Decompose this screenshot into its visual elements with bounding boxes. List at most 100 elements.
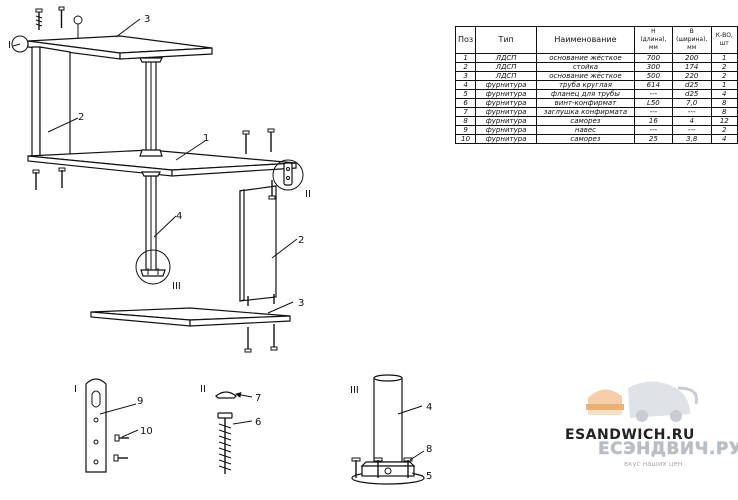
label-item-9: 9 (137, 396, 143, 407)
label-item-8: 8 (426, 444, 432, 455)
label-item-10: 10 (140, 426, 153, 437)
cell-type: фурнитура (475, 89, 538, 99)
header-pos: Поз (454, 26, 477, 54)
cell-width: d25 (671, 80, 712, 90)
cell-pos: 10 (454, 134, 477, 144)
label-item-6: 6 (255, 417, 261, 428)
cell-type: ЛДСП (475, 71, 538, 81)
cell-length: --- (633, 107, 673, 117)
header-width-main: В (689, 28, 694, 35)
label-section-I: I (8, 40, 11, 51)
cell-type: ЛДСП (475, 53, 538, 63)
cell-width: 7,0 (671, 98, 712, 108)
header-length-main: Н (651, 28, 656, 35)
cell-qty: 8 (710, 98, 738, 108)
label-part-4: 4 (176, 211, 182, 222)
label-item-4: 4 (426, 402, 432, 413)
cell-type: фурнитура (475, 125, 538, 135)
cell-type: фурнитура (475, 80, 538, 90)
label-section-III: III (172, 281, 181, 292)
header-qty-sub: шт (719, 40, 729, 47)
screws-bottom (244, 294, 278, 353)
table-row: 5 фурнитура фланец для трубы --- d25 4 (454, 89, 738, 99)
cell-length: --- (633, 125, 673, 135)
cell-type: фурнитура (475, 98, 538, 108)
table-row: 1 ЛДСП основание жёсткое 700 200 1 (454, 53, 738, 63)
parts-table: Поз Тип Наименование Н (длина), мм В (ши… (454, 26, 738, 144)
delivery-van-icon (628, 381, 699, 422)
header-length: Н (длина), мм (633, 26, 673, 54)
cell-qty: 12 (710, 116, 738, 126)
cell-name: фланец для трубы (536, 89, 635, 99)
table-row: 10 фурнитура саморез 25 3,8 4 (454, 134, 738, 144)
cell-name: заглушка конфирмата (536, 107, 635, 117)
header-qty: К-ВО, шт (710, 26, 738, 54)
cell-width: 3,8 (671, 134, 712, 144)
sandwich-icon (586, 389, 624, 415)
cell-name: саморез (536, 134, 635, 144)
cell-pos: 2 (454, 62, 477, 72)
cell-length: 300 (633, 62, 673, 72)
screw-10a (114, 434, 129, 442)
table-row: 9 фурнитура навес --- --- 2 (454, 125, 738, 135)
header-type: Тип (475, 26, 538, 54)
table-row: 3 ЛДСП основание жёсткое 500 220 2 (454, 71, 738, 81)
cell-length: 500 (633, 71, 673, 81)
cell-width: d25 (671, 89, 712, 99)
label-item-5: 5 (426, 471, 432, 482)
cell-length: 25 (633, 134, 673, 144)
hanger-top (73, 15, 83, 38)
cell-qty: 1 (710, 53, 738, 63)
cell-name: винт-конфирмат (536, 98, 635, 108)
cell-length: 16 (633, 116, 673, 126)
label-item-7: 7 (255, 393, 261, 404)
cell-width: 200 (671, 53, 712, 63)
cell-type: фурнитура (475, 107, 538, 117)
cell-pos: 3 (454, 71, 477, 81)
screw-10b (113, 454, 128, 462)
screws-mid-left (32, 167, 66, 190)
watermark-brand: ESANDWICH.RU (565, 427, 695, 443)
cell-name: основание жёсткое (536, 71, 635, 81)
cell-pos: 8 (454, 116, 477, 126)
watermark-logo (586, 381, 699, 422)
label-part-1: 1 (203, 133, 209, 144)
cell-name: труба круглая (536, 80, 635, 90)
detail-II-confirmat (215, 391, 253, 474)
label-detail-II: II (200, 384, 206, 395)
cell-qty: 4 (710, 89, 738, 99)
label-section-II: II (305, 189, 311, 200)
assembled-shelf (11, 6, 304, 353)
table-row: 2 ЛДСП стойка 300 174 2 (454, 62, 738, 72)
detail-III-tube-flange (351, 374, 425, 485)
table-row: 7 фурнитура заглушка конфирмата --- --- … (454, 107, 738, 117)
cell-length: L50 (633, 98, 673, 108)
cell-qty: 8 (710, 107, 738, 117)
cell-pos: 1 (454, 53, 477, 63)
cell-pos: 6 (454, 98, 477, 108)
label-part-2-top: 2 (78, 112, 84, 123)
label-detail-I: I (74, 384, 77, 395)
cell-width: --- (671, 125, 712, 135)
label-detail-III: III (350, 385, 359, 396)
cell-name: саморез (536, 116, 635, 126)
cell-type: фурнитура (475, 134, 538, 144)
screw-top-mid (58, 6, 65, 28)
cell-type: фурнитура (475, 116, 538, 126)
header-length-unit: мм (648, 44, 658, 51)
cell-pos: 4 (454, 80, 477, 90)
screws-right-upper (242, 128, 276, 200)
header-width-unit: мм (687, 44, 697, 51)
cell-pos: 5 (454, 89, 477, 99)
cell-width: --- (671, 107, 712, 117)
cell-qty: 2 (710, 62, 738, 72)
header-length-sub: (длина), (640, 36, 667, 43)
watermark-slogan: вкус наших цен (624, 460, 683, 468)
cell-qty: 2 (710, 71, 738, 81)
header-width-sub: (ширина), (676, 36, 708, 43)
label-part-3-bottom: 3 (298, 298, 304, 309)
cell-width: 4 (671, 116, 712, 126)
cell-length: --- (633, 89, 673, 99)
cell-length: 700 (633, 53, 673, 63)
